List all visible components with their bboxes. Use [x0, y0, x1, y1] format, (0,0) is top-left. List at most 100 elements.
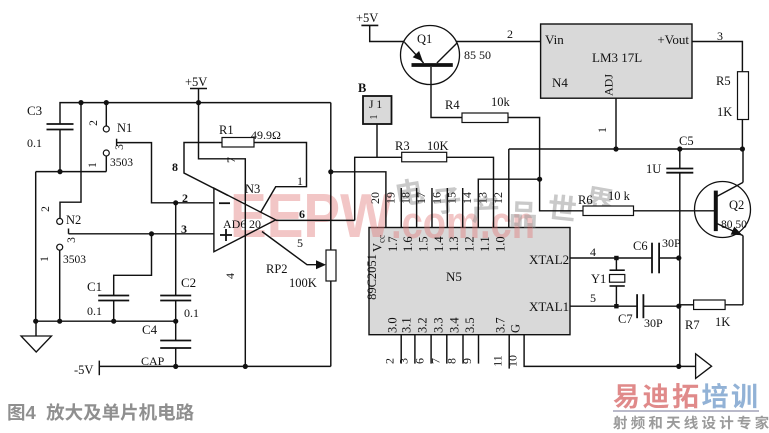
svg-text:19: 19 [383, 192, 397, 204]
svg-text:14: 14 [460, 192, 474, 204]
svg-text:C5: C5 [679, 134, 694, 148]
svg-text:R6: R6 [578, 193, 593, 207]
svg-text:R5: R5 [716, 74, 731, 88]
svg-text:3: 3 [114, 144, 126, 150]
svg-text:11: 11 [491, 355, 505, 367]
svg-text:1U: 1U [646, 162, 661, 176]
svg-text:10: 10 [506, 355, 520, 367]
svg-text:17: 17 [414, 192, 428, 204]
svg-text:+5V: +5V [356, 11, 378, 25]
svg-text:2: 2 [88, 120, 100, 126]
svg-text:1.4: 1.4 [432, 236, 446, 252]
svg-text:4: 4 [223, 273, 237, 279]
svg-text:3.0: 3.0 [386, 317, 400, 333]
svg-text:9: 9 [460, 358, 474, 364]
svg-text:1: 1 [297, 174, 303, 188]
svg-text:1K: 1K [715, 315, 730, 329]
svg-text:6: 6 [299, 207, 305, 221]
svg-text:RP2: RP2 [266, 262, 288, 276]
svg-text:3.4: 3.4 [448, 317, 462, 333]
svg-text:8: 8 [445, 358, 459, 364]
svg-text:3: 3 [396, 358, 410, 364]
svg-text:Q1: Q1 [417, 32, 432, 46]
svg-text:85 50: 85 50 [464, 48, 491, 62]
svg-text:CAP: CAP [141, 354, 165, 368]
svg-text:LM3 17L: LM3 17L [592, 50, 642, 65]
svg-text:3: 3 [717, 29, 723, 43]
svg-text:20: 20 [249, 217, 261, 231]
svg-text:ADJ: ADJ [602, 74, 616, 96]
svg-text:10k: 10k [491, 95, 511, 109]
svg-text:R3: R3 [395, 139, 410, 153]
svg-text:3.1: 3.1 [399, 317, 413, 333]
svg-text:2: 2 [182, 191, 188, 205]
svg-text:7: 7 [428, 358, 442, 364]
svg-text:XTAL2: XTAL2 [529, 252, 569, 267]
svg-text:1: 1 [39, 256, 51, 262]
svg-text:20: 20 [368, 192, 382, 204]
svg-text:电: 电 [391, 168, 427, 214]
svg-text:G: G [509, 324, 523, 333]
svg-text:1.5: 1.5 [416, 236, 430, 252]
svg-text:C1: C1 [87, 279, 102, 294]
svg-text:C3: C3 [27, 103, 42, 118]
svg-text:1.0: 1.0 [493, 236, 507, 252]
svg-text:100K: 100K [289, 276, 317, 290]
svg-text:品: 品 [508, 192, 538, 235]
svg-text:3.3: 3.3 [431, 317, 445, 333]
svg-text:B: B [358, 81, 366, 95]
svg-text:1.7: 1.7 [386, 236, 400, 252]
svg-text:2: 2 [507, 27, 513, 41]
svg-text:1K: 1K [717, 105, 732, 119]
svg-text:C4: C4 [142, 322, 158, 337]
svg-text:3.7: 3.7 [494, 317, 508, 333]
svg-text:N4: N4 [552, 75, 568, 90]
svg-text:世: 世 [546, 185, 579, 230]
svg-text:2: 2 [40, 206, 52, 212]
svg-text:3503: 3503 [110, 157, 133, 169]
svg-text:Y1: Y1 [591, 272, 606, 286]
svg-text:5: 5 [297, 236, 303, 250]
svg-text:1: 1 [595, 127, 609, 133]
svg-text:3: 3 [181, 222, 187, 236]
svg-text:Q2: Q2 [729, 198, 744, 212]
svg-text:N5: N5 [446, 269, 462, 284]
svg-text:2: 2 [383, 358, 397, 364]
svg-text:XTAL1: XTAL1 [529, 299, 569, 314]
svg-text:N2: N2 [66, 213, 81, 227]
svg-text:30P: 30P [644, 316, 663, 330]
svg-text:7: 7 [224, 157, 238, 163]
svg-text:3503: 3503 [63, 254, 86, 266]
svg-text:R7: R7 [685, 318, 700, 332]
svg-text:J 1: J 1 [369, 99, 382, 111]
svg-text:产: 产 [470, 187, 500, 230]
svg-text:13: 13 [475, 192, 489, 204]
svg-text:AD6: AD6 [223, 217, 246, 231]
svg-text:EEPW: EEPW [230, 182, 392, 251]
svg-text:10K: 10K [427, 139, 449, 153]
svg-text:C7: C7 [618, 312, 633, 326]
svg-text:C6: C6 [633, 239, 648, 253]
svg-text:R1: R1 [219, 123, 234, 137]
svg-text:0.1: 0.1 [184, 306, 199, 320]
svg-text:3.5: 3.5 [463, 317, 477, 333]
svg-text:+5V: +5V [185, 75, 207, 89]
svg-text:12: 12 [491, 192, 505, 204]
svg-text:3.2: 3.2 [416, 317, 430, 333]
svg-text:1: 1 [369, 115, 380, 120]
svg-text:80 50: 80 50 [721, 219, 747, 231]
svg-text:R4: R4 [445, 98, 460, 112]
svg-text:N1: N1 [117, 121, 132, 135]
svg-text:4: 4 [590, 245, 596, 259]
svg-text:1.6: 1.6 [401, 236, 415, 252]
svg-text:0.1: 0.1 [27, 136, 42, 150]
svg-text:10 k: 10 k [608, 189, 631, 203]
svg-text:30P: 30P [662, 236, 681, 250]
svg-text:+Vout: +Vout [657, 32, 689, 47]
svg-text:5: 5 [590, 291, 596, 305]
svg-text:1.3: 1.3 [447, 236, 461, 252]
svg-text:Vin: Vin [545, 32, 564, 47]
svg-text:49.9Ω: 49.9Ω [251, 128, 281, 142]
svg-text:6: 6 [413, 358, 427, 364]
svg-text:3: 3 [66, 237, 78, 243]
